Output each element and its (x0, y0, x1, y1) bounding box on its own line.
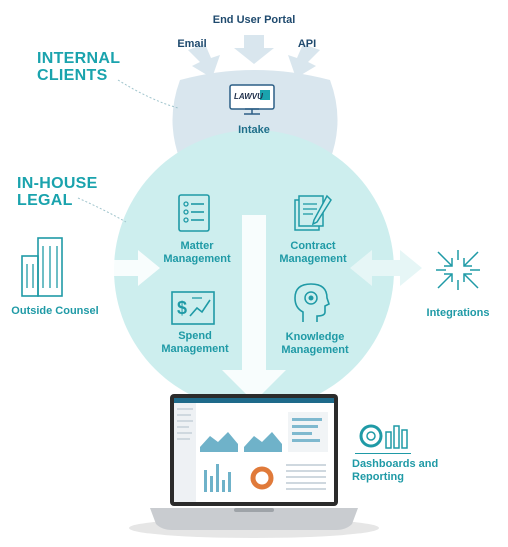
dashboards-underline (355, 453, 411, 454)
contract-management-label: Contract Management (279, 240, 347, 265)
input-arrows (188, 35, 320, 78)
dashboard-chart-icon (358, 422, 414, 452)
integrations-icon (434, 248, 482, 292)
spend-management-label: Spend Management (161, 330, 229, 355)
logo-text: LAWVU (234, 92, 263, 101)
integrations-label: Integrations (426, 307, 490, 319)
end-user-portal-label: End User Portal (212, 14, 296, 26)
head-gear-icon (293, 282, 331, 324)
building-icon (20, 236, 66, 298)
knowledge-management-label: Knowledge Management (281, 331, 349, 356)
outside-counsel-label: Outside Counsel (11, 305, 99, 317)
contract-pen-icon (293, 192, 333, 234)
spend-chart-icon: $ (170, 290, 216, 326)
intake-label: Intake (238, 124, 270, 136)
in-house-legal-heading: IN-HOUSE LEGAL (17, 175, 98, 209)
internal-clients-heading: INTERNAL CLIENTS (37, 50, 121, 84)
svg-text:$: $ (177, 298, 187, 318)
intake-logo: LAWVU (229, 84, 275, 116)
matter-management-label: Matter Management (163, 240, 231, 265)
laptop-screenshot (146, 392, 362, 536)
api-label: API (297, 38, 317, 50)
checklist-icon (177, 193, 211, 233)
dashboards-reporting-label: Dashboards and Reporting (352, 458, 439, 483)
email-label: Email (177, 38, 207, 50)
